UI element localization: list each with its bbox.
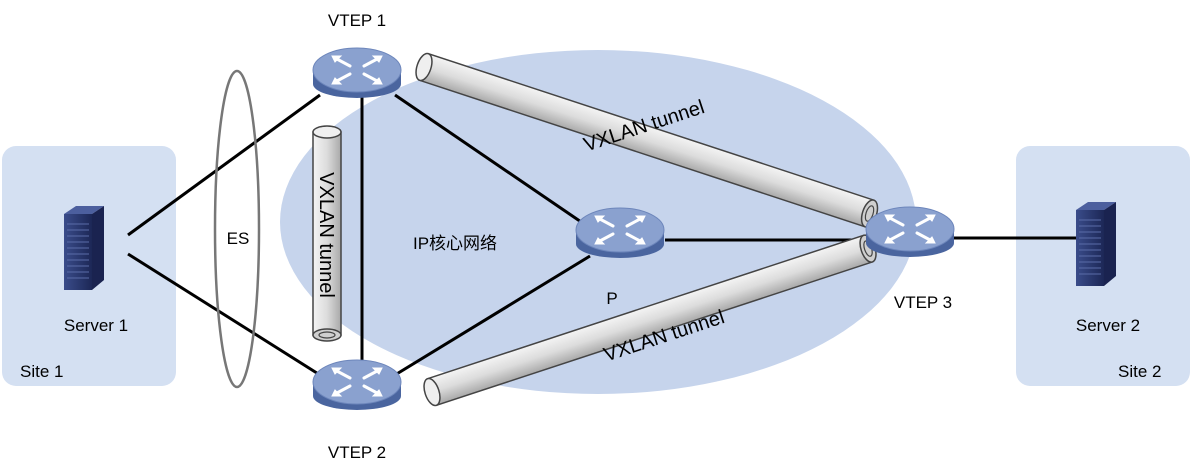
server1-server-icon [63, 205, 105, 291]
site1-label: Site 1 [20, 362, 63, 381]
server2-server-icon [1075, 201, 1117, 287]
tunnel-vertical [312, 125, 342, 342]
link-vtep1-p [394, 93, 591, 230]
es-ring [213, 69, 261, 389]
vtep2-label: VTEP 2 [328, 443, 386, 462]
vtep1-label: VTEP 1 [328, 11, 386, 30]
link-server1-vtep1 [127, 93, 321, 237]
site2-label: Site 2 [1118, 362, 1161, 381]
tunnel-bottom [423, 234, 877, 407]
tunnel-vertical-label: VXLAN tunnel [315, 172, 337, 298]
vtep1-router-icon [311, 46, 403, 100]
p-label: P [606, 289, 617, 308]
vtep3-label: VTEP 3 [894, 293, 952, 312]
server2-label: Server 2 [1076, 316, 1140, 335]
es-label: ES [227, 229, 250, 248]
server1-label: Server 1 [64, 316, 128, 335]
p-router-icon [574, 206, 666, 260]
vtep2-router-icon [311, 358, 403, 412]
core-network-label: IP核心网络 [413, 234, 497, 253]
links [127, 93, 1078, 377]
vtep3-router-icon [864, 205, 956, 259]
link-vtep2-p [394, 254, 591, 377]
link-server1-vtep2 [127, 252, 321, 377]
